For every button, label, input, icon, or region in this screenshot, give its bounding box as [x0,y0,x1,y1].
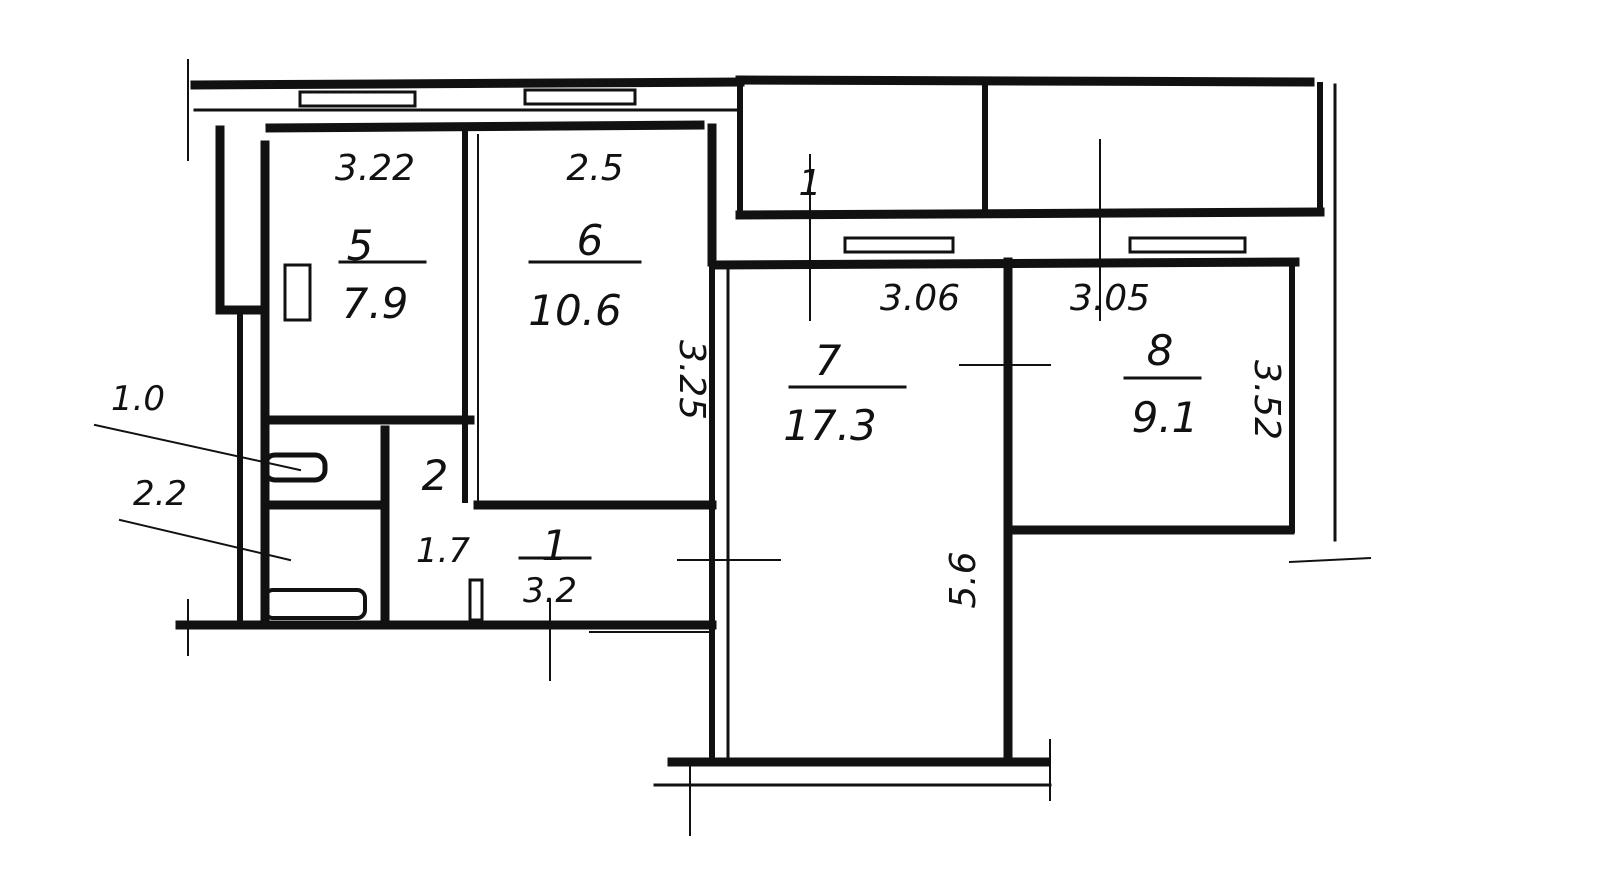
room6-depth-label: 3.25 [671,340,712,420]
bath-area-label: 2.2 [133,474,187,514]
room-labels: 5 7.9 6 10.6 7 17.3 8 9.1 1 3.2 2 1.7 [338,216,1202,611]
balcony-label: 1 [799,163,822,204]
room-1-number: 1 [542,521,569,570]
room-1-area: 3.2 [523,571,577,611]
wc-area-label: 1.0 [111,379,165,419]
room8-depth-label: 3.52 [1246,360,1287,440]
dimension-labels: 3.22 2.5 3.25 3.06 5.6 3.05 3.52 1.0 2.2… [111,148,1287,609]
room-2-number: 2 [422,451,449,500]
room-6-number: 6 [577,216,604,265]
room-2-area: 1.7 [416,531,470,571]
room-5-area: 7.9 [342,279,409,328]
room-8-number: 8 [1147,326,1174,375]
room-7-number: 7 [815,336,842,385]
room6-width-label: 2.5 [566,148,623,189]
room-6-area: 10.6 [528,286,622,335]
room7-depth-label: 5.6 [943,551,984,608]
kitchen-width-label: 3.22 [335,148,415,189]
room8-width-label: 3.05 [1070,278,1150,319]
room-8-area: 9.1 [1132,393,1199,442]
walls [93,59,1372,836]
room-7-area: 17.3 [783,401,877,450]
room7-width-label: 3.06 [880,278,960,319]
